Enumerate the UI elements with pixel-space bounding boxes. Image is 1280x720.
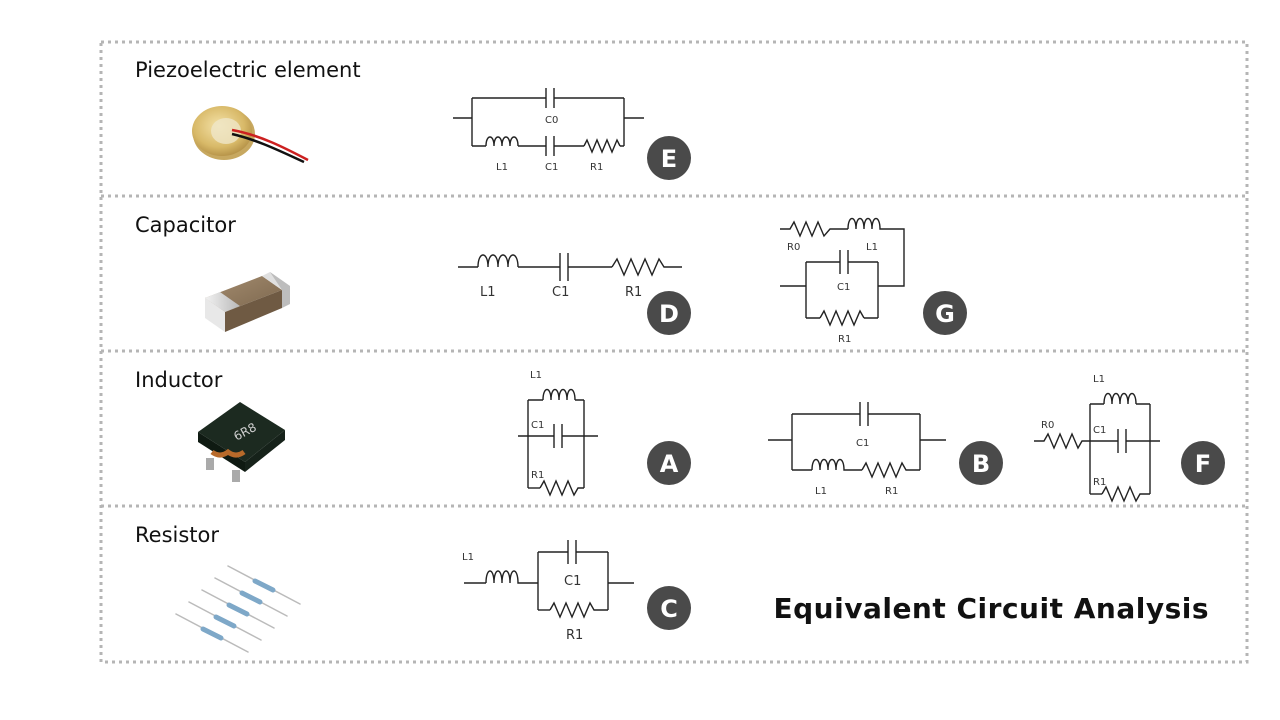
label-a-c1: C1 [531, 420, 544, 431]
label-c-l1: L1 [462, 552, 474, 563]
badge-f: F [1181, 441, 1225, 485]
label-a-r1: R1 [531, 470, 544, 481]
label-g-c1: C1 [837, 282, 850, 293]
label-c-r1: R1 [566, 628, 583, 643]
badge-c-text: C [660, 595, 678, 623]
badge-g: G [923, 291, 967, 335]
circuit-c: L1 C1 R1 [462, 540, 634, 643]
circuit-b: C1 L1 R1 [768, 402, 946, 497]
capacitor-image [205, 272, 290, 332]
circuit-d: L1 C1 R1 [458, 253, 682, 300]
badge-b: B [959, 441, 1003, 485]
label-g-r0: R0 [787, 242, 800, 253]
label-g-r1: R1 [838, 334, 851, 345]
label-e-r1: R1 [590, 162, 603, 173]
label-b-l1: L1 [815, 486, 827, 497]
label-d-r1: R1 [625, 285, 642, 300]
label-a-l1: L1 [530, 370, 542, 381]
label-f-r0: R0 [1041, 420, 1054, 431]
label-d-l1: L1 [480, 285, 496, 300]
label-b-c1: C1 [856, 438, 869, 449]
piezo-element-image [192, 106, 309, 164]
badge-a: A [647, 441, 691, 485]
label-b-r1: R1 [885, 486, 898, 497]
row-label-resistor: Resistor [135, 523, 219, 547]
resistor-image [175, 565, 301, 653]
row-label-inductor: Inductor [135, 368, 223, 392]
label-e-c1: C1 [545, 162, 558, 173]
circuit-g: R0 L1 C1 R1 [780, 217, 905, 345]
badge-d: D [647, 291, 691, 335]
inductor-image: 6R8 [198, 402, 285, 482]
badge-f-text: F [1195, 450, 1211, 478]
circuit-a: L1 C1 R1 [518, 370, 598, 497]
circuit-e: C0 L1 C1 R1 [453, 88, 644, 173]
label-d-c1: C1 [552, 285, 569, 300]
circuit-f: L1 R0 C1 R1 [1034, 374, 1160, 503]
row-label-capacitor: Capacitor [135, 213, 236, 237]
label-g-l1: L1 [866, 242, 878, 253]
label-f-c1: C1 [1093, 425, 1106, 436]
badge-e: E [647, 136, 691, 180]
badge-e-text: E [661, 145, 677, 173]
diagram-title: Equivalent Circuit Analysis [774, 592, 1210, 625]
label-c-c1: C1 [564, 574, 581, 589]
badge-c: C [647, 586, 691, 630]
badge-b-text: B [972, 450, 990, 478]
row-label-piezo: Piezoelectric element [135, 58, 361, 82]
badge-g-text: G [935, 300, 955, 328]
table-frame [99, 40, 1249, 664]
label-f-r1: R1 [1093, 477, 1106, 488]
badge-d-text: D [659, 300, 679, 328]
badge-a-text: A [660, 450, 679, 478]
label-e-c0: C0 [545, 115, 558, 126]
label-e-l1: L1 [496, 162, 508, 173]
label-f-l1: L1 [1093, 374, 1105, 385]
